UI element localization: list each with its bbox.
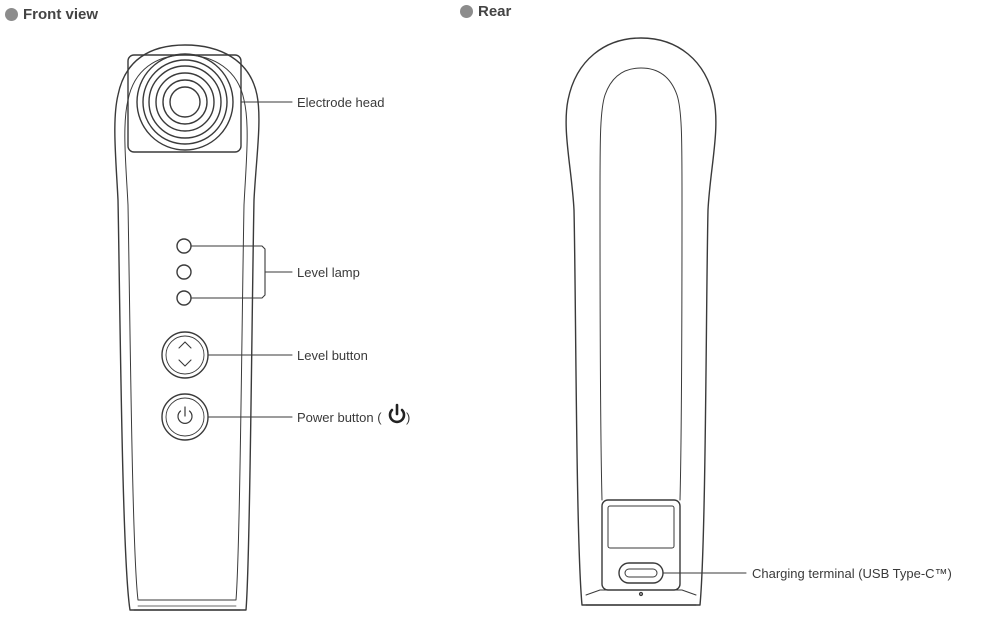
- rear-view-title: Rear: [460, 3, 511, 20]
- leader-lines-front: [190, 101, 293, 418]
- chevron-down-icon: [178, 359, 192, 367]
- electrode-head-label: Electrode head: [297, 95, 384, 110]
- usb-c-port-icon: [618, 562, 664, 584]
- level-lamp-2: [176, 264, 192, 280]
- level-lamp-3: [176, 290, 192, 306]
- bullet-dot: [460, 5, 473, 18]
- power-button[interactable]: [161, 393, 209, 441]
- power-icon: [388, 403, 406, 424]
- level-lamps: [176, 238, 192, 306]
- chevron-up-icon: [178, 341, 192, 349]
- power-button-label-close: ): [406, 410, 410, 425]
- front-device-body: [114, 44, 260, 611]
- rear-device-body: [565, 37, 717, 606]
- bullet-dot: [5, 8, 18, 21]
- power-button-label: Power button (: [297, 410, 382, 425]
- level-button-label: Level button: [297, 348, 368, 363]
- level-lamp-1: [176, 238, 192, 254]
- charging-terminal-label: Charging terminal (USB Type-C™): [752, 566, 952, 581]
- power-button-label-group: Power button ( ): [297, 403, 410, 425]
- electrode-head: [127, 53, 242, 153]
- front-view-title: Front view: [5, 6, 98, 23]
- power-icon: [177, 406, 193, 424]
- charging-terminal: [601, 499, 681, 597]
- level-lamp-label: Level lamp: [297, 265, 360, 280]
- front-view-label: Front view: [23, 6, 99, 23]
- level-button[interactable]: [161, 331, 209, 379]
- rear-view-label: Rear: [478, 3, 512, 20]
